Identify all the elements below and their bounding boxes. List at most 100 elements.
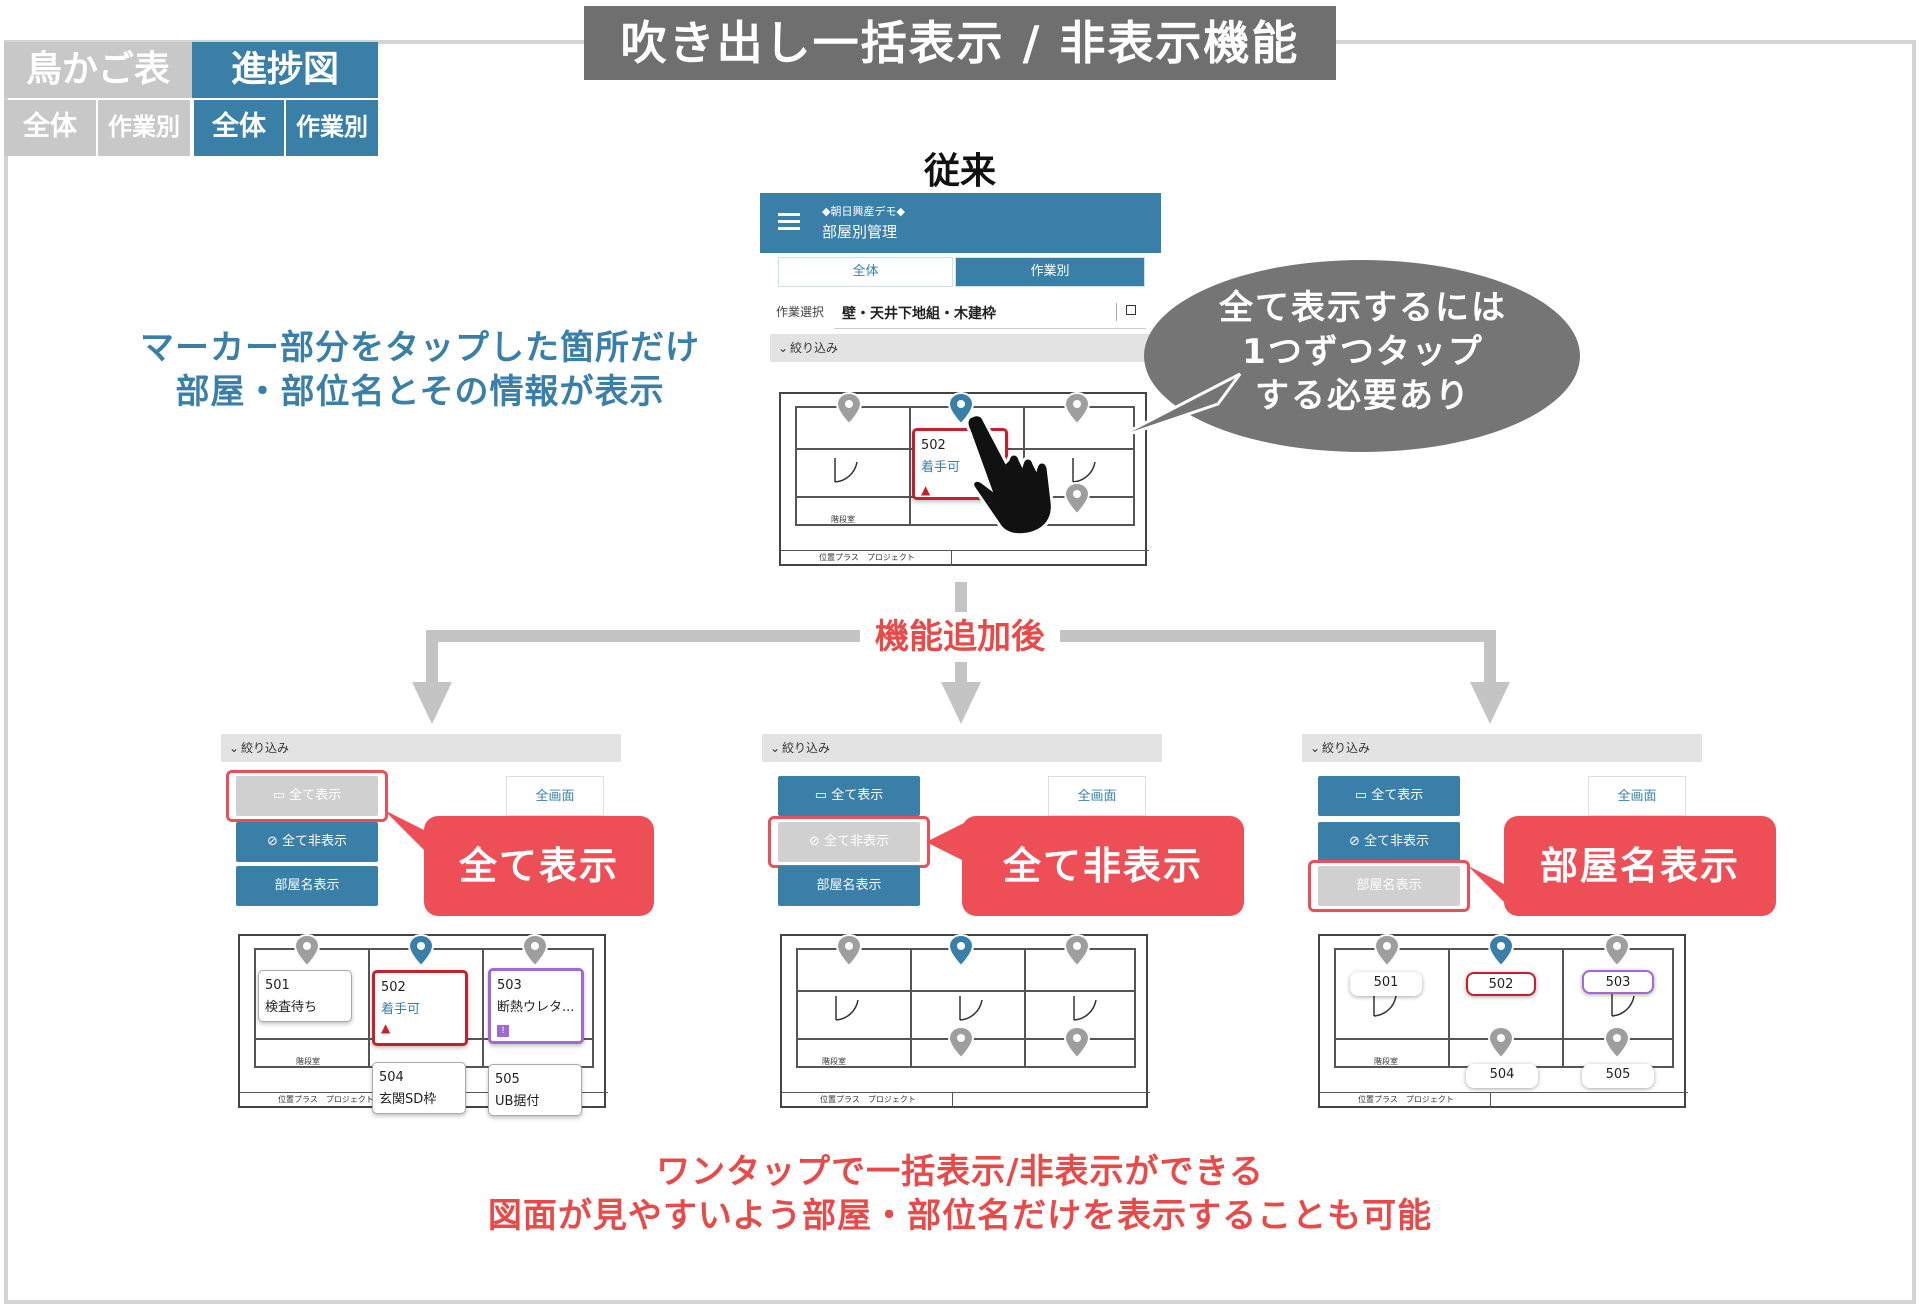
filter-bar[interactable]: ⌄ 絞り込み [762, 734, 1162, 762]
map-pin-icon[interactable] [1064, 392, 1090, 426]
map-pin-icon[interactable] [408, 934, 434, 968]
show-all-button[interactable]: ▭ 全て表示 [778, 776, 920, 816]
door-icon [834, 458, 858, 483]
map-pin-icon[interactable] [522, 934, 548, 968]
map-pin-icon[interactable] [1374, 934, 1400, 968]
callout-room-names: 部屋名表示 [1504, 816, 1776, 916]
callout-show-all: 全て表示 [424, 816, 654, 916]
map-pin-icon[interactable] [1064, 1026, 1090, 1060]
popup-room: 501 [265, 978, 290, 993]
app-header: ◆朝日興産デモ◆ 部屋別管理 [760, 193, 1161, 253]
bubble-line1: 全て表示するには [1219, 288, 1507, 328]
door-icon [959, 996, 983, 1021]
arrow-down-icon [941, 682, 981, 724]
arrow-right-stem [1484, 630, 1496, 684]
bubble-line2: 1つずつタップ [1242, 332, 1484, 372]
room-names-button[interactable]: 部屋名表示 [1318, 866, 1460, 906]
tab-birdcage[interactable]: 鳥かご表 [4, 42, 192, 98]
room-name-chip[interactable]: 502 [1466, 972, 1536, 996]
chevron-down-icon: ⌄ [229, 741, 240, 755]
bubble-line3: する必要あり [1255, 376, 1471, 416]
stair-label: 階段室 [1374, 1057, 1398, 1066]
room-names-button[interactable]: 部屋名表示 [236, 866, 378, 906]
popup-status: 玄関SD枠 [379, 1092, 437, 1107]
room-popup[interactable]: 502 着手可 ▲ [372, 970, 468, 1046]
room-popup[interactable]: 501 検査待ち [258, 970, 352, 1022]
arrow-down-icon [1470, 682, 1510, 724]
warning-icon: ▲ [921, 483, 931, 497]
tab-all-2[interactable]: 全体 [194, 100, 284, 156]
room-popup[interactable]: 503 断熱ウレタ... ! [488, 968, 584, 1044]
hide-all-button[interactable]: ⊘ 全て非表示 [236, 822, 378, 862]
map-pin-icon[interactable] [948, 934, 974, 968]
map-pin-icon[interactable] [1064, 934, 1090, 968]
chat-bubble-off-icon: ⊘ [266, 834, 282, 849]
door-icon [1072, 458, 1096, 483]
app-title: 部屋別管理 [822, 223, 898, 241]
tab-progress[interactable]: 進捗図 [192, 42, 378, 98]
fullscreen-button[interactable]: 全画面 [1048, 776, 1146, 816]
popup-status: UB据付 [495, 1094, 540, 1109]
chat-bubble-icon: ▭ [272, 788, 290, 803]
map-pin-icon[interactable] [948, 392, 974, 426]
room-name-chip[interactable]: 501 [1350, 972, 1422, 996]
seg-bywork[interactable]: 作業別 [955, 257, 1145, 287]
map-pin-icon[interactable] [1604, 934, 1630, 968]
bottom-note: ワンタップで一括表示/非表示ができる 図面が見やすいよう部屋・部位名だけを表示す… [360, 1150, 1560, 1238]
show-all-button[interactable]: ▭ 全て表示 [1318, 776, 1460, 816]
chevron-down-icon: ⌄ [778, 341, 789, 355]
map-pin-icon[interactable] [836, 934, 862, 968]
plan-footer: 位置プラス プロジェクト [820, 1095, 916, 1104]
filter-label: 絞り込み [782, 741, 831, 755]
room-name-chip[interactable]: 505 [1582, 1064, 1654, 1088]
filter-bar[interactable]: ⌄ 絞り込み [1302, 734, 1702, 762]
fullscreen-button[interactable]: 全画面 [1588, 776, 1686, 816]
speech-bubble-bg [1111, 260, 1580, 452]
hamburger-icon[interactable] [778, 209, 800, 234]
door-icon [1373, 992, 1397, 1017]
callout-tail [1468, 866, 1508, 906]
seg-all[interactable]: 全体 [778, 257, 953, 287]
chat-bubble-icon: ▭ [814, 788, 832, 803]
filter-bar[interactable]: ⌄ 絞り込み [770, 334, 1158, 362]
warning-icon: ▲ [381, 1021, 391, 1035]
slide-title: 吹き出し一括表示 / 非表示機能 [584, 6, 1336, 80]
map-pin-icon[interactable] [1064, 482, 1090, 516]
map-pin-icon[interactable] [1604, 1026, 1630, 1060]
hide-all-button[interactable]: ⊘ 全て非表示 [778, 822, 920, 862]
hide-all-button[interactable]: ⊘ 全て非表示 [1318, 822, 1460, 862]
hand-pointer-icon [965, 413, 1054, 537]
work-select[interactable]: 壁・天井下地組・木建枠 [834, 295, 1146, 329]
room-names-button[interactable]: 部屋名表示 [778, 866, 920, 906]
filter-bar[interactable]: ⌄ 絞り込み [221, 734, 621, 762]
door-icon [1611, 992, 1635, 1017]
chat-bubble-off-icon: ⊘ [808, 834, 824, 849]
chat-bubble-off-icon: ⊘ [1348, 834, 1364, 849]
tab-bywork-2[interactable]: 作業別 [286, 100, 378, 156]
popup-room: 505 [495, 1072, 520, 1087]
popup-room: 502 [921, 438, 946, 453]
left-note-line1: マーカー部分をタップした箇所だけ [140, 328, 700, 368]
select-label: 作業選択 [776, 305, 825, 319]
room-name-chip[interactable]: 504 [1466, 1064, 1538, 1088]
map-pin-icon[interactable] [948, 1026, 974, 1060]
show-all-button[interactable]: ▭ 全て表示 [236, 776, 378, 816]
bottom-line1: ワンタップで一括表示/非表示ができる [656, 1152, 1264, 1192]
copy-icon[interactable] [1126, 305, 1136, 315]
room-popup[interactable]: 504 玄関SD枠 [372, 1062, 466, 1114]
map-pin-icon[interactable] [1488, 934, 1514, 968]
chat-bubble-icon: ▭ [1354, 788, 1372, 803]
fullscreen-button[interactable]: 全画面 [506, 776, 604, 816]
map-pin-icon[interactable] [294, 934, 320, 968]
popup-status: 着手可 [921, 460, 961, 475]
callout-tail [926, 822, 966, 862]
tab-bywork-1[interactable]: 作業別 [98, 100, 190, 156]
tab-all-1[interactable]: 全体 [4, 100, 96, 156]
callout-hide-all: 全て非表示 [962, 816, 1244, 916]
map-pin-icon[interactable] [1488, 1026, 1514, 1060]
filter-label: 絞り込み [241, 741, 290, 755]
filter-label: 絞り込み [790, 341, 839, 355]
room-popup[interactable]: 505 UB据付 [488, 1064, 582, 1116]
room-name-chip[interactable]: 503 [1582, 970, 1654, 994]
map-pin-icon[interactable] [836, 392, 862, 426]
